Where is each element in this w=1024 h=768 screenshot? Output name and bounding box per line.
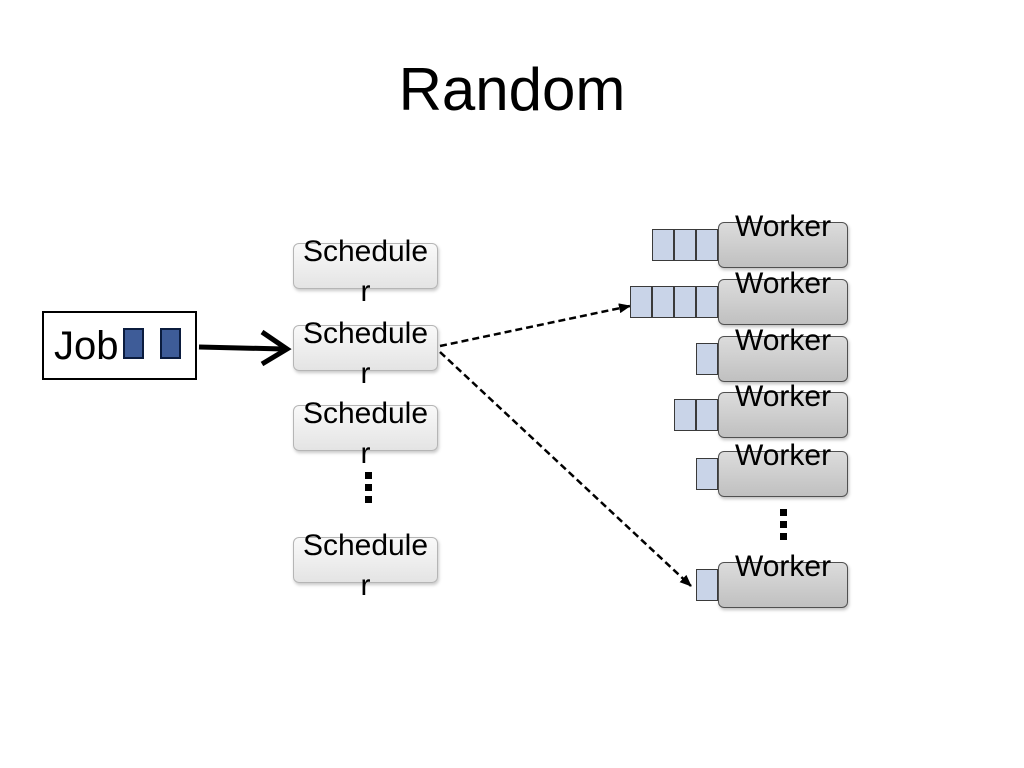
- queue-slot: [674, 399, 696, 431]
- worker-4: Worker: [718, 380, 848, 438]
- scheduler-1: Scheduler: [293, 235, 438, 308]
- scheduler-label: Scheduler: [302, 397, 429, 470]
- queue-slot: [696, 458, 718, 490]
- queue-slot: [696, 343, 718, 375]
- worker-ellipsis: [780, 509, 788, 545]
- probe-arrow-lower: [439, 351, 692, 587]
- worker-2: Worker: [718, 267, 848, 325]
- slide-title: Random: [398, 56, 626, 123]
- job-label: Job: [54, 324, 119, 368]
- scheduler-3: Scheduler: [293, 397, 438, 470]
- queue-slot: [652, 286, 674, 318]
- worker-label: Worker: [734, 439, 832, 472]
- scheduler-label: Scheduler: [302, 235, 429, 308]
- queue-slot: [674, 286, 696, 318]
- worker-label: Worker: [734, 324, 832, 357]
- worker-label: Worker: [734, 550, 832, 583]
- scheduler-label: Scheduler: [302, 529, 429, 602]
- scheduler-ellipsis: [365, 472, 373, 508]
- job-box: Job: [42, 311, 197, 380]
- scheduler-label: Scheduler: [302, 317, 429, 390]
- probe-arrow-upper: [439, 303, 631, 348]
- job-task-2: [160, 328, 181, 359]
- scheduler-2: Scheduler: [293, 317, 438, 390]
- worker-6: Worker: [718, 550, 848, 608]
- worker-label: Worker: [734, 380, 832, 413]
- queue-slot: [652, 229, 674, 261]
- queue-slot: [630, 286, 652, 318]
- queue-slot: [696, 569, 718, 601]
- scheduler-4: Scheduler: [293, 529, 438, 602]
- queue-slot: [696, 286, 718, 318]
- worker-label: Worker: [734, 267, 832, 300]
- worker-3: Worker: [718, 324, 848, 382]
- worker-1: Worker: [718, 210, 848, 268]
- queue-slot: [674, 229, 696, 261]
- worker-5: Worker: [718, 439, 848, 497]
- queue-slot: [696, 399, 718, 431]
- queue-slot: [696, 229, 718, 261]
- job-task-1: [123, 328, 144, 359]
- job-arrow: [198, 329, 292, 367]
- worker-label: Worker: [734, 210, 832, 243]
